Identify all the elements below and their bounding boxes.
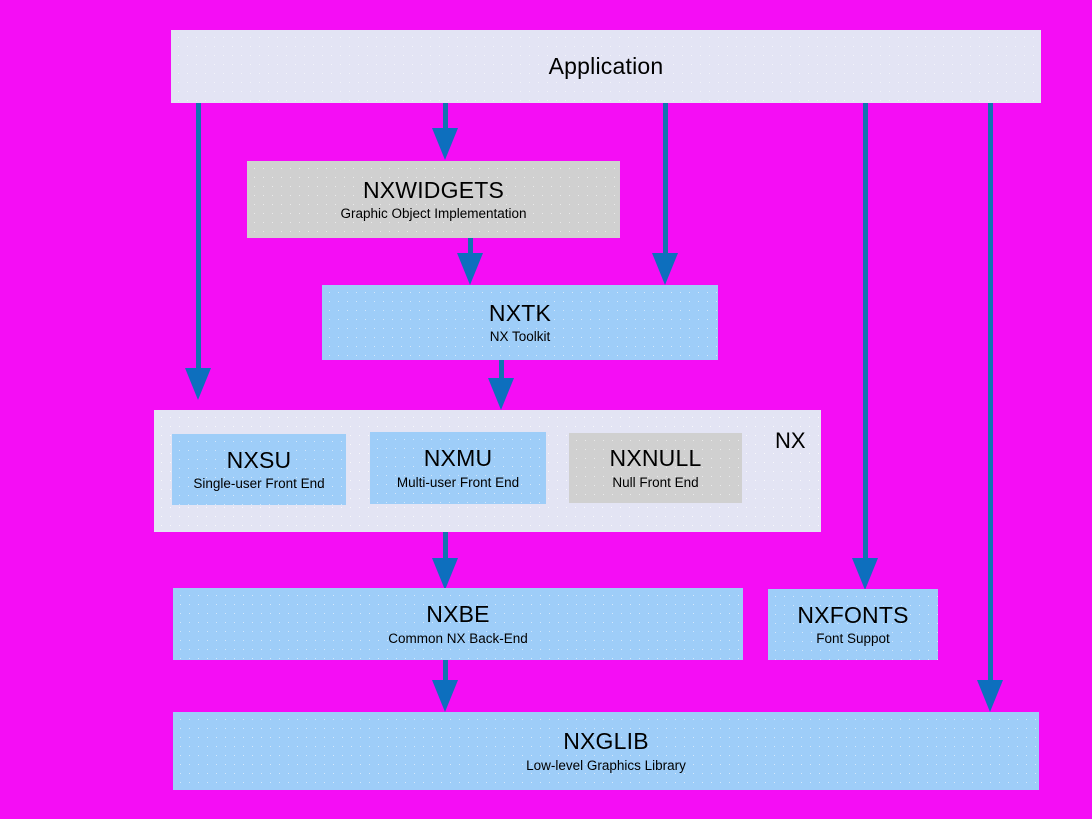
arrow-head-icon: [185, 368, 211, 400]
arrow-head-icon: [852, 558, 878, 590]
arrow-nxbe-to-nxglib: [432, 660, 458, 712]
arrow-nx-to-nxbe: [432, 532, 458, 590]
arrow-stem: [987, 103, 993, 680]
arrow-stem: [195, 103, 201, 368]
node-nxfonts-title: NXFONTS: [797, 601, 909, 628]
node-application[interactable]: Application: [171, 30, 1041, 103]
arrow-application-to-nx: [185, 103, 211, 400]
node-nxwidgets-subtitle: Graphic Object Implementation: [340, 206, 527, 222]
node-application-title: Application: [548, 52, 664, 79]
node-nxbe-subtitle: Common NX Back-End: [388, 630, 528, 646]
arrow-head-icon: [432, 680, 458, 712]
arrow-stem: [467, 238, 473, 253]
node-nxwidgets[interactable]: NXWIDGETS Graphic Object Implementation: [247, 161, 620, 238]
node-nxnull-title: NXNULL: [609, 445, 702, 472]
arrow-head-icon: [432, 128, 458, 160]
arrow-stem: [442, 103, 448, 128]
arrow-nxtk-to-nx: [488, 360, 514, 410]
node-nxsu[interactable]: NXSU Single-user Front End: [172, 434, 346, 505]
node-nxfonts-subtitle: Font Suppot: [816, 631, 890, 647]
arrow-head-icon: [652, 253, 678, 285]
node-nxwidgets-title: NXWIDGETS: [362, 176, 505, 203]
node-nxglib-title: NXGLIB: [563, 728, 649, 755]
node-nxglib[interactable]: NXGLIB Low-level Graphics Library: [173, 712, 1039, 790]
node-nxnull-subtitle: Null Front End: [612, 474, 699, 490]
node-nxmu-subtitle: Multi-user Front End: [396, 474, 520, 490]
arrow-stem: [498, 360, 504, 378]
arrow-head-icon: [432, 558, 458, 590]
node-nxsu-title: NXSU: [226, 446, 292, 473]
node-nxbe[interactable]: NXBE Common NX Back-End: [173, 588, 743, 660]
arrow-application-to-nxtk: [652, 103, 678, 285]
arrow-application-to-nxglib: [977, 103, 1003, 712]
arrow-head-icon: [488, 378, 514, 410]
node-nxbe-title: NXBE: [426, 601, 490, 628]
arrow-stem: [442, 532, 448, 558]
arrow-head-icon: [977, 680, 1003, 712]
node-nxtk[interactable]: NXTK NX Toolkit: [322, 285, 718, 360]
node-nxnull[interactable]: NXNULL Null Front End: [569, 433, 742, 503]
node-nxtk-subtitle: NX Toolkit: [489, 329, 551, 345]
arrow-nxwidgets-to-nxtk: [457, 238, 483, 285]
node-nxmu[interactable]: NXMU Multi-user Front End: [370, 432, 546, 504]
node-nxmu-title: NXMU: [423, 445, 493, 472]
arrow-application-to-nxfonts: [852, 103, 878, 590]
arrow-stem: [662, 103, 668, 253]
nx-group-label: NX: [775, 428, 806, 453]
node-nxsu-subtitle: Single-user Front End: [193, 476, 325, 492]
arrow-stem: [862, 103, 868, 558]
node-nxfonts[interactable]: NXFONTS Font Suppot: [768, 589, 938, 660]
arrow-stem: [442, 660, 448, 680]
arrow-application-to-nxwidgets: [432, 103, 458, 160]
node-nxtk-title: NXTK: [488, 299, 552, 326]
node-nxglib-subtitle: Low-level Graphics Library: [526, 757, 686, 773]
arrow-head-icon: [457, 253, 483, 285]
